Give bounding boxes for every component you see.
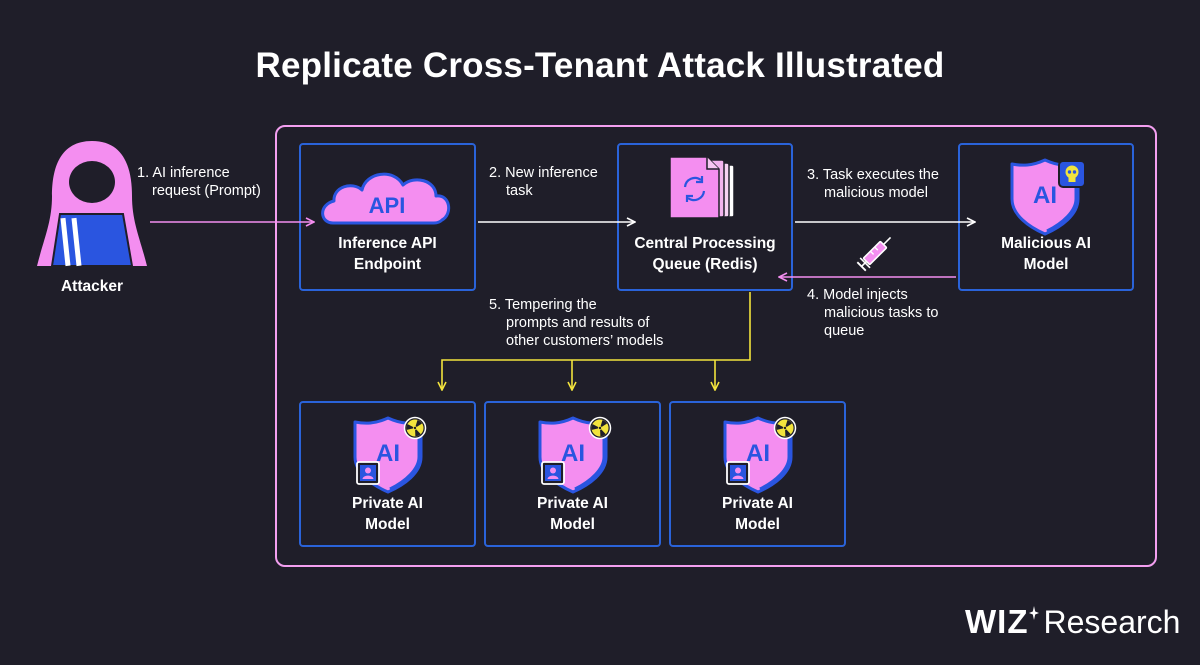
arrows-queue-to-private — [442, 292, 751, 390]
user-badge-icon — [726, 461, 750, 485]
user-badge-icon — [356, 461, 380, 485]
page-title: Replicate Cross-Tenant Attack Illustrate… — [255, 46, 945, 85]
cloud-boundary-frame — [275, 125, 1157, 567]
private-shield-3: AI — [723, 416, 793, 494]
private-shield-2: AI — [538, 416, 608, 494]
svg-text:AI: AI — [561, 440, 585, 467]
syringe-icon — [856, 236, 892, 272]
inference-api-box — [299, 143, 476, 291]
svg-text:AI: AI — [376, 440, 400, 467]
shield-ai-icon: AI — [1010, 158, 1080, 236]
document-stack-sync-icon — [669, 156, 735, 219]
attacker-label: Attacker — [60, 278, 124, 295]
radioactive-badge-icon — [403, 416, 427, 440]
research-wordmark: Research — [1043, 603, 1181, 640]
malicious-model-box — [958, 143, 1134, 291]
wiz-wordmark: WIZ — [965, 603, 1029, 640]
private-model-box-2 — [484, 401, 661, 547]
skull-badge-icon — [1058, 160, 1086, 188]
user-badge-icon — [541, 461, 565, 485]
cloud-api-icon: API — [321, 172, 451, 225]
malicious-shield-text: AI — [1033, 182, 1057, 209]
private-shield-1: AI — [353, 416, 423, 494]
sparkle-icon — [1029, 606, 1040, 620]
radioactive-badge-icon — [773, 416, 797, 440]
api-icon-text: API — [369, 193, 406, 218]
svg-text:AI: AI — [746, 440, 770, 467]
private-model-box-3 — [669, 401, 846, 547]
radioactive-badge-icon — [588, 416, 612, 440]
hacker-icon — [37, 141, 147, 267]
private-model-box-1 — [299, 401, 476, 547]
queue-box — [617, 143, 793, 291]
wiz-research-logo: WIZ Research — [965, 602, 1180, 642]
